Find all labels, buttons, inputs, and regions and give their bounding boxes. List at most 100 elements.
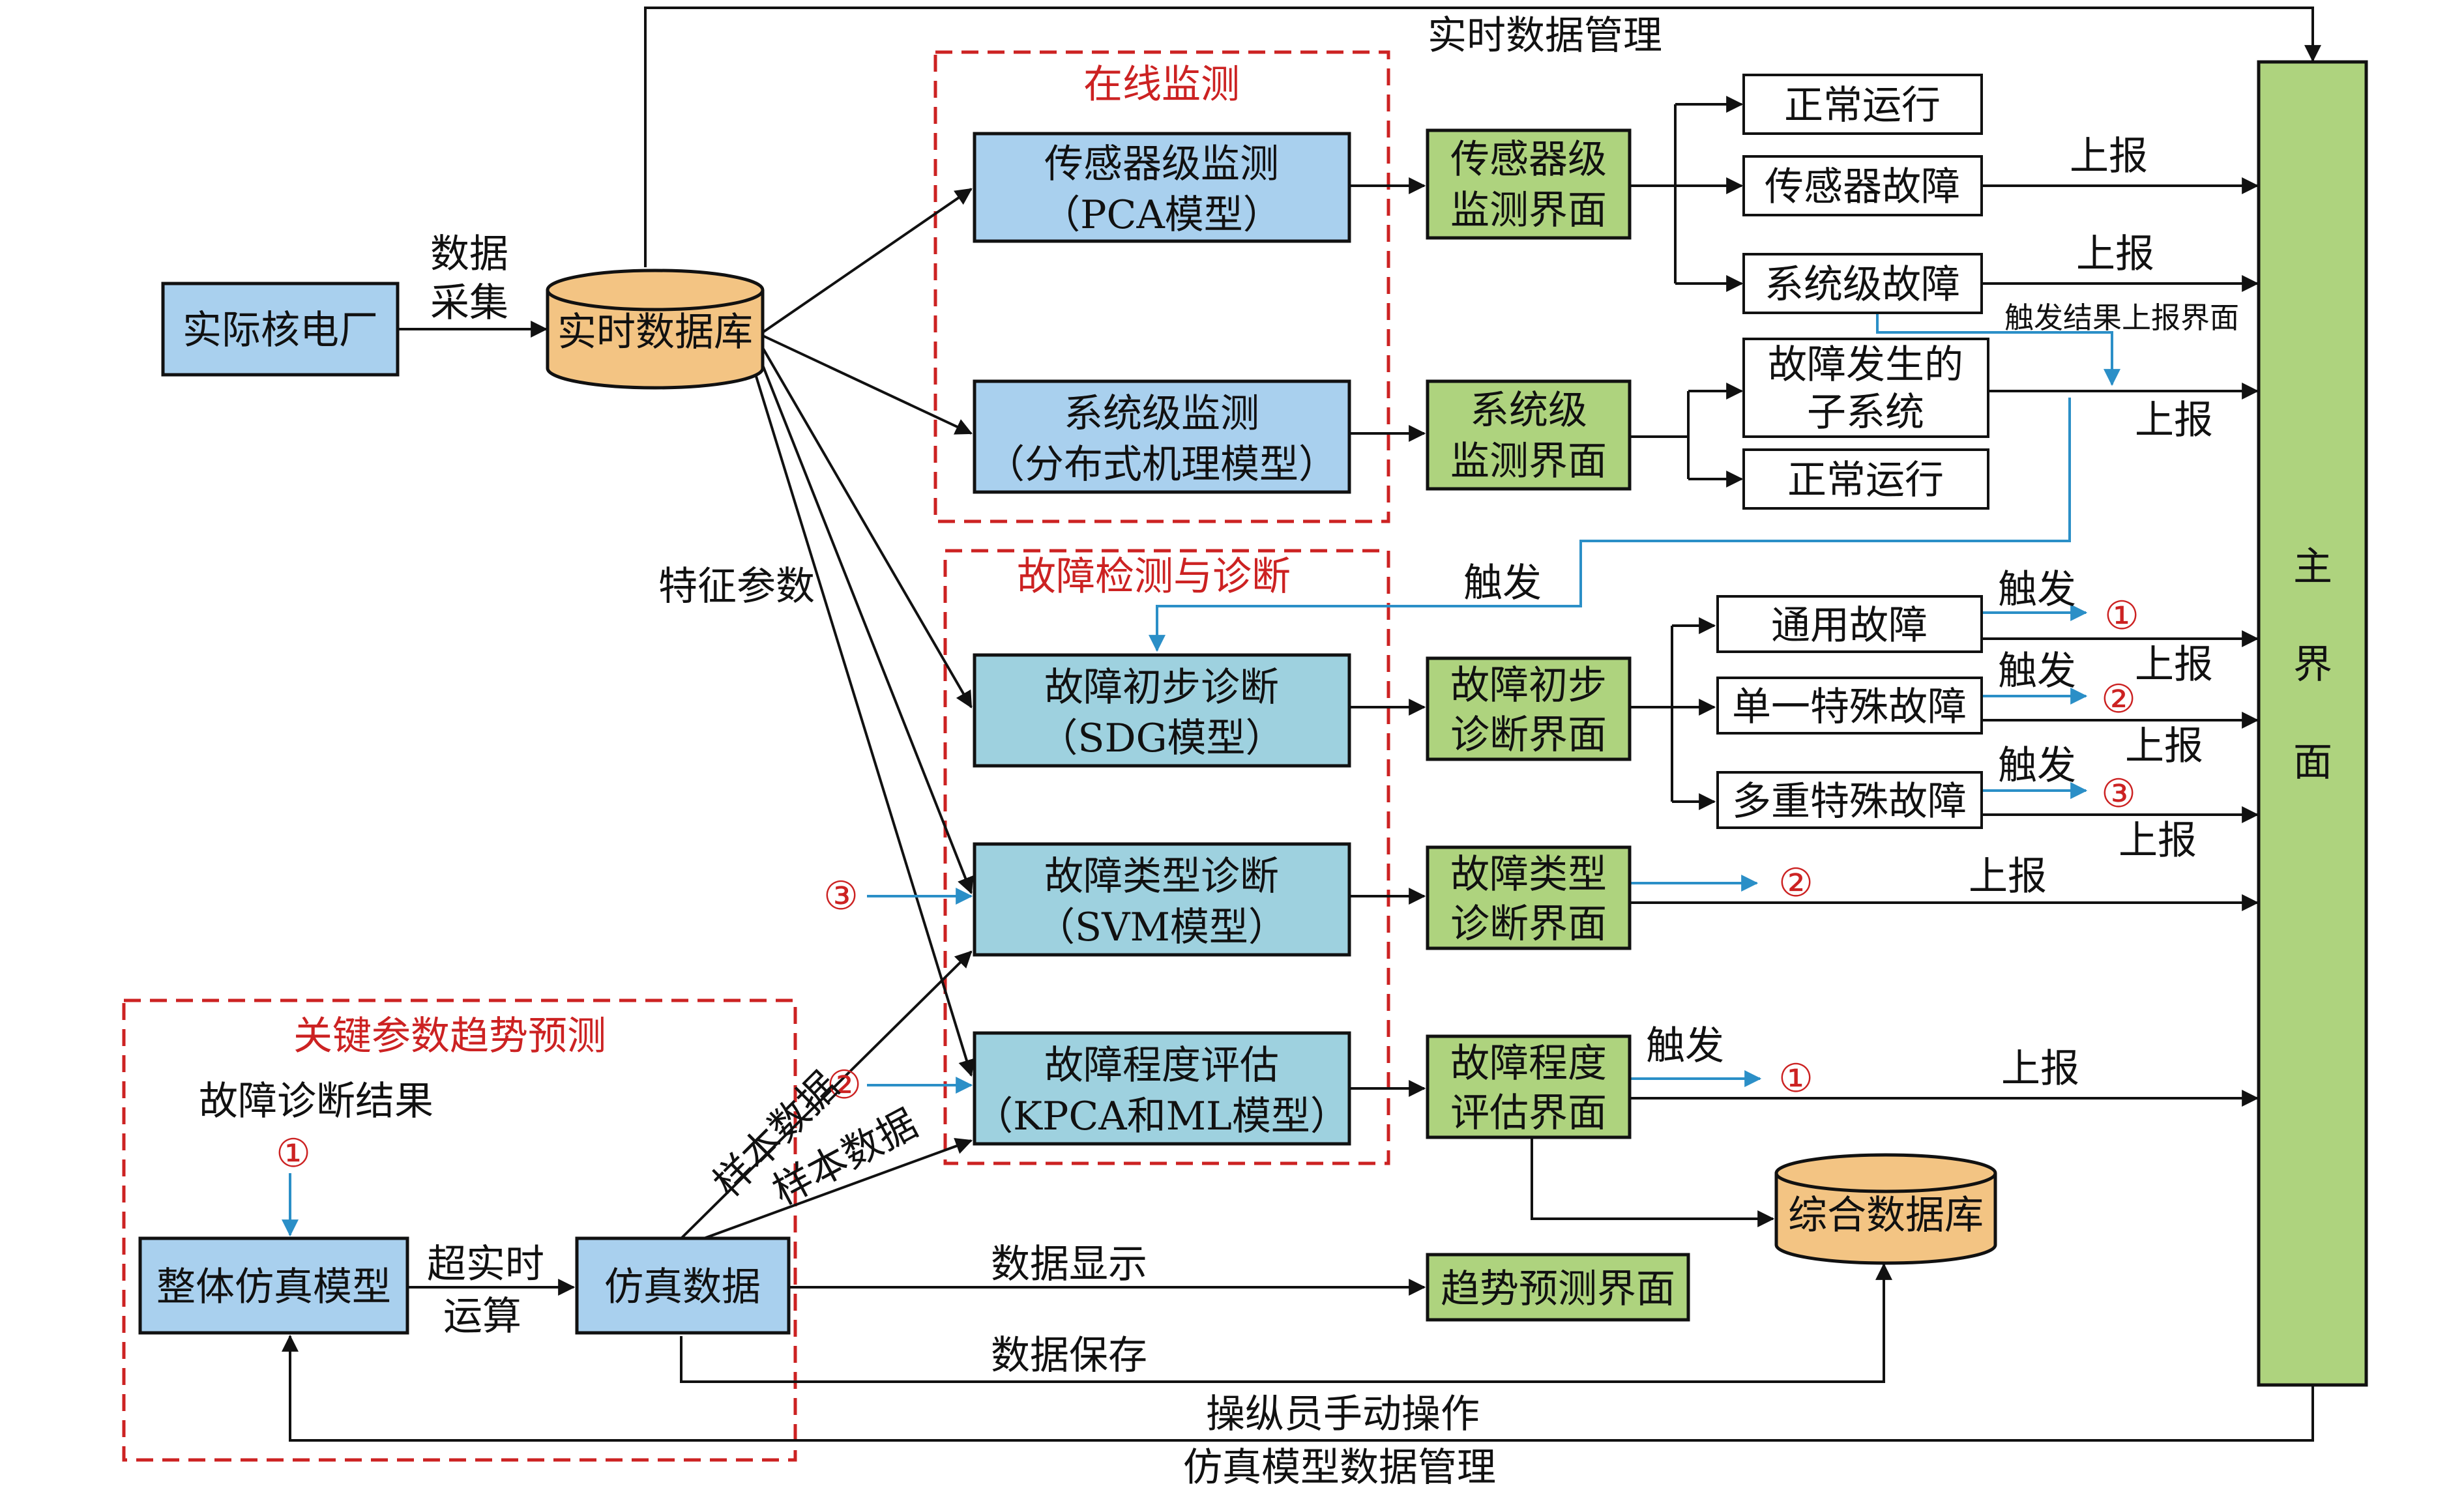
general-fault-label: 通用故障 (1771, 603, 1928, 648)
svm-line2: （SVM模型） (1036, 905, 1287, 950)
connectors (282, 7, 2321, 1442)
data-collect-line1: 数据 (430, 231, 508, 277)
kpca-ui-line1: 故障程度 (1450, 1041, 1607, 1086)
sdg-ui-line1: 故障初步 (1450, 663, 1607, 708)
group-trend-prediction: 关键参数趋势预测 (122, 998, 797, 1462)
system-fault-label: 系统级故障 (1765, 262, 1960, 308)
kpca-line2: （KPCA和ML模型） (974, 1094, 1349, 1139)
main-ui-char-3: 面 (2293, 740, 2332, 785)
group-online-title: 在线监测 (1083, 62, 1240, 108)
node-comprehensive-database: 综合数据库 (1774, 1153, 1997, 1265)
group-fault-title: 故障检测与诊断 (1017, 554, 1291, 600)
circle-1-kpca: ① (1778, 1056, 1813, 1101)
sim-mgmt-label: 仿真模型数据管理 (1183, 1445, 1496, 1486)
normal1-label: 正常运行 (1784, 83, 1941, 128)
trigger-label-kpca: 触发 (1646, 1023, 1724, 1069)
report-label-8: 上报 (2001, 1046, 2079, 1092)
group-trend-title: 关键参数趋势预测 (293, 1013, 606, 1059)
sensor-ui-line2: 监测界面 (1450, 188, 1607, 233)
report-label-2: 上报 (2076, 231, 2154, 277)
node-multi-fault: 多重特殊故障 (1716, 771, 1983, 829)
faster-rt-line1: 超实时 (427, 1242, 544, 1287)
node-svm-ui: 故障类型 诊断界面 (1426, 845, 1632, 950)
sdg-line2: （SDG模型） (1038, 716, 1284, 761)
multi-fault-label: 多重特殊故障 (1732, 779, 1967, 824)
sensor-monitor-line2: （PCA模型） (1041, 192, 1282, 238)
sensor-fault-label: 传感器故障 (1765, 164, 1960, 210)
node-kpca-ui: 故障程度 评估界面 (1426, 1034, 1632, 1139)
node-trend-ui: 趋势预测界面 (1426, 1253, 1690, 1322)
normal2-label: 正常运行 (1787, 458, 1944, 503)
system-ui-line2: 监测界面 (1450, 439, 1607, 484)
kpca-ui-line2: 评估界面 (1450, 1090, 1607, 1136)
group-fault-diagnosis: 故障检测与诊断 (943, 549, 1390, 1165)
circle-2-svm: ② (1778, 860, 1813, 906)
subsystem-line1: 故障发生的 (1768, 342, 1963, 388)
rtdb-label: 实时数据库 (557, 310, 753, 355)
node-whole-sim-model: 整体仿真模型 (138, 1236, 409, 1335)
sensor-ui-line1: 传感器级 (1450, 137, 1607, 182)
report-label-6: 上报 (2119, 818, 2197, 864)
node-sensor-fault: 传感器故障 (1742, 155, 1983, 216)
main-ui-char-1: 主 (2293, 544, 2332, 590)
sdg-line1: 故障初步诊断 (1044, 665, 1279, 710)
node-sensor-monitor: 传感器级监测 （PCA模型） (973, 132, 1351, 243)
node-sim-data: 仿真数据 (575, 1236, 791, 1335)
circle-3-svm-input: ③ (823, 873, 858, 919)
faster-rt-line2: 运算 (443, 1294, 521, 1339)
circle-3-marker: ③ (2101, 771, 2136, 817)
trigger-label-3: 触发 (1998, 743, 2076, 789)
node-kpca-assessment: 故障程度评估 （KPCA和ML模型） (973, 1031, 1351, 1146)
node-realtime-database: 实时数据库 (546, 269, 765, 390)
node-system-monitor: 系统级监测 （分布式机理模型） (973, 379, 1351, 494)
circle-1-trend: ① (276, 1131, 311, 1176)
sensor-monitor-line1: 传感器级监测 (1044, 141, 1279, 187)
main-interface: 主 界 面 (2257, 60, 2368, 1387)
trigger-label-1: 触发 (1998, 567, 2076, 613)
comp-db-label: 综合数据库 (1788, 1193, 1984, 1238)
report-label-7: 上报 (1969, 854, 2047, 899)
data-display-label: 数据显示 (991, 1242, 1147, 1287)
system-ui-line1: 系统级 (1470, 388, 1587, 433)
node-fault-subsystem: 故障发生的 子系统 (1742, 338, 1989, 438)
trend-ui-label: 趋势预测界面 (1441, 1266, 1675, 1312)
sdg-ui-line2: 诊断界面 (1450, 712, 1607, 758)
trigger-result-ui-label: 触发结果上报界面 (2004, 300, 2239, 335)
svm-line1: 故障类型诊断 (1044, 854, 1279, 899)
node-system-ui: 系统级 监测界面 (1426, 379, 1632, 491)
trigger-connectors (282, 306, 2120, 1237)
plant-label: 实际核电厂 (183, 308, 378, 353)
node-single-fault: 单一特殊故障 (1716, 677, 1983, 735)
single-fault-label: 单一特殊故障 (1732, 684, 1967, 730)
fault-diag-result-label: 故障诊断结果 (199, 1079, 433, 1124)
operator-manual-label: 操纵员手动操作 (1206, 1391, 1480, 1437)
whole-sim-label: 整体仿真模型 (156, 1264, 391, 1310)
svm-ui-line2: 诊断界面 (1450, 901, 1607, 947)
report-label-3: 上报 (2135, 398, 2213, 443)
circle-1-marker: ① (2104, 593, 2139, 639)
sim-data-label: 仿真数据 (604, 1264, 761, 1310)
report-label-4: 上报 (2135, 642, 2213, 688)
trigger-label-2: 触发 (1998, 648, 2076, 694)
data-save-label: 数据保存 (991, 1333, 1147, 1378)
node-svm-diagnosis: 故障类型诊断 （SVM模型） (973, 842, 1351, 957)
node-normal-run-1: 正常运行 (1742, 74, 1983, 135)
circle-2-kpca-input: ② (827, 1062, 862, 1108)
feature-params-label: 特征参数 (658, 564, 815, 609)
system-monitor-line2: （分布式机理模型） (986, 442, 1338, 488)
main-ui-char-2: 界 (2293, 642, 2332, 688)
node-sdg-diagnosis: 故障初步诊断 （SDG模型） (973, 653, 1351, 768)
data-collect-line2: 采集 (430, 280, 508, 326)
node-normal-run-2: 正常运行 (1742, 448, 1989, 510)
group-online-monitoring: 在线监测 (933, 50, 1390, 523)
node-sdg-ui: 故障初步 诊断界面 (1426, 656, 1632, 761)
report-label-1: 上报 (2070, 134, 2148, 179)
circle-2-marker: ② (2101, 677, 2136, 722)
subsystem-line2: 子系统 (1807, 390, 1924, 435)
trigger-label-sdg: 触发 (1463, 561, 1542, 606)
report-label-5: 上报 (2125, 723, 2203, 769)
rt-mgmt-label: 实时数据管理 (1428, 13, 1662, 59)
node-general-fault: 通用故障 (1716, 595, 1983, 653)
node-actual-plant: 实际核电厂 (161, 282, 400, 377)
node-sensor-ui: 传感器级 监测界面 (1426, 128, 1632, 240)
